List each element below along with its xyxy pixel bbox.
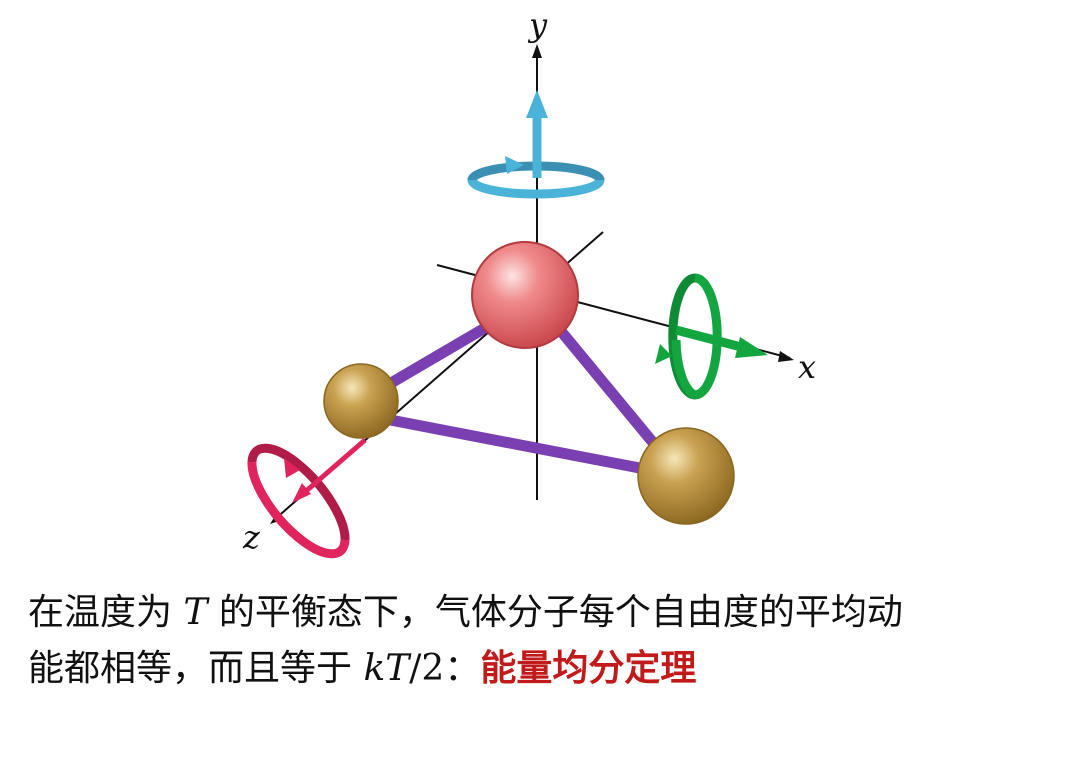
z-axis-label: z xyxy=(242,518,261,556)
theorem-name: 能量均分定理 xyxy=(480,648,697,689)
z-rotation-arrowhead xyxy=(292,483,311,503)
z-rotation-ring-back xyxy=(247,443,350,541)
right-atom xyxy=(637,427,735,525)
caption-text-segment: 能都相等，而且等于 xyxy=(28,648,364,689)
bond-left-right xyxy=(378,412,652,476)
formula-slash: / xyxy=(409,648,422,689)
x-rotation-ring-front-lower xyxy=(671,339,698,400)
y-rotation-arrowhead xyxy=(526,90,548,118)
x-rotation-arrow-shaft xyxy=(674,325,747,353)
caption-line-1: 在温度为 T 的平衡态下，气体分子每个自由度的平均动 xyxy=(28,585,1068,641)
left-atom xyxy=(323,363,399,439)
bond-center-right xyxy=(555,326,660,449)
x-rotation-ring-front xyxy=(694,273,722,400)
z-rotation-ring-arrowhead xyxy=(284,458,300,478)
x-axis-arrowhead xyxy=(778,351,794,362)
x-rotation-arrowhead xyxy=(735,337,768,358)
x-axis-label: x xyxy=(798,348,816,386)
y-rotation-ring-arrowhead xyxy=(505,156,524,174)
y-axis-label: y xyxy=(527,6,548,44)
center-atom xyxy=(471,241,579,349)
caption-text-segment: 在温度为 xyxy=(28,592,184,633)
variable-kT: kT xyxy=(363,648,410,689)
y-rotation-ring-front xyxy=(467,178,605,199)
caption-text-segment: 的平衡态下，气体分子每个自由度的平均动 xyxy=(207,592,903,633)
formula-two: 2 xyxy=(421,648,445,689)
caption-text: 在温度为 T 的平衡态下，气体分子每个自由度的平均动 能都相等，而且等于 kT/… xyxy=(28,585,1068,697)
caption-line-2: 能都相等，而且等于 kT/2：能量均分定理 xyxy=(28,641,1068,697)
molecule-rotation-diagram: y x z xyxy=(242,6,816,559)
z-rotation-ring-front xyxy=(247,461,350,559)
variable-T: T xyxy=(183,592,208,633)
z-rotation-arrow-shaft xyxy=(303,438,367,494)
caption-colon: ： xyxy=(444,648,481,689)
y-axis-arrowhead xyxy=(532,44,542,58)
x-rotation-ring-arrowhead xyxy=(655,344,672,364)
